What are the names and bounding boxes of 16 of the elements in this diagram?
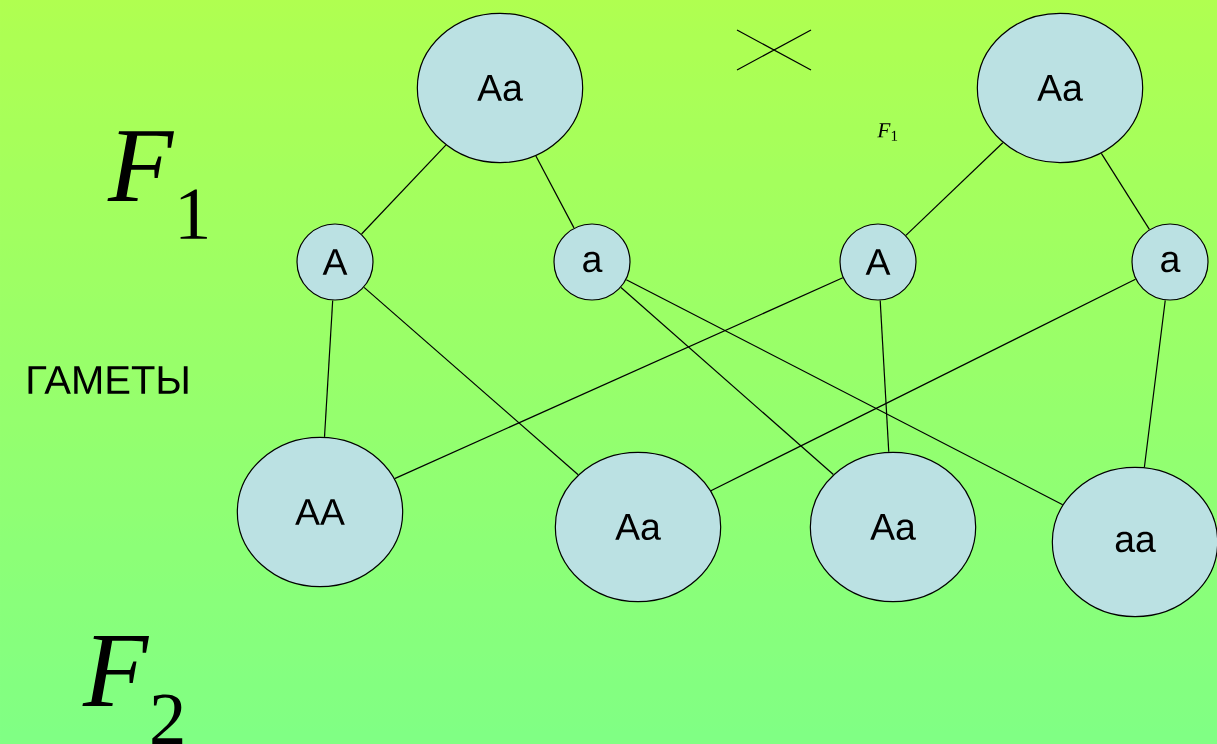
connector-line: [620, 286, 834, 476]
connector-line: [879, 299, 890, 453]
connector-line: [535, 155, 575, 229]
connector-line: [394, 277, 844, 480]
generation-label: F$_{1}$: [877, 123, 898, 141]
connector-line: [323, 299, 334, 438]
connector-line: [360, 144, 447, 235]
connector-line: [1143, 299, 1166, 468]
connector-line: [363, 286, 579, 476]
generation-label: F$_{2}$: [82, 636, 183, 744]
label: ГАМЕТЫ: [28, 366, 188, 394]
connector-line: [625, 279, 1064, 506]
generation-label: F$_{1}$: [107, 131, 207, 239]
connector-line: [1100, 152, 1150, 230]
connector-line: [905, 142, 1004, 236]
connector-line: [710, 278, 1137, 492]
